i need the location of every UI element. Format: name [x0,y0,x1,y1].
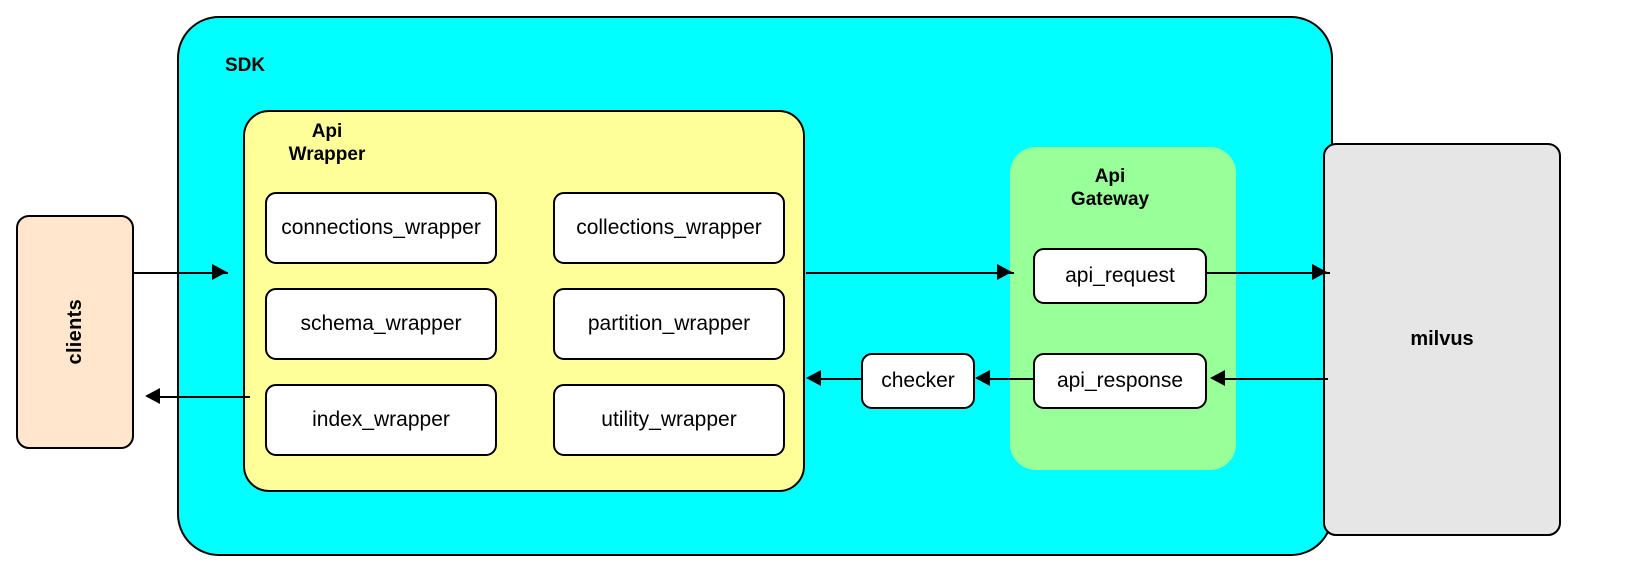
api-gateway-title: Api Gateway [1070,166,1150,211]
arrowhead-api-request-to-milvus [1312,264,1327,280]
edge-wrapper-to-gateway [806,272,1014,274]
edge-milvus-to-api-response [1218,378,1328,380]
container-api-gateway[interactable]: Api Gateway [1010,147,1236,470]
node-index-wrapper[interactable]: index_wrapper [265,384,497,456]
edge-api-request-to-milvus [1206,272,1330,274]
edge-checker-to-wrapper [820,378,862,380]
node-collections-wrapper[interactable]: collections_wrapper [553,192,785,264]
node-schema-wrapper[interactable]: schema_wrapper [265,288,497,360]
collections-wrapper-label: collections_wrapper [576,216,762,239]
node-utility-wrapper[interactable]: utility_wrapper [553,384,785,456]
clients-label: clients [63,299,86,365]
edge-clients-to-sdk [134,272,228,274]
api-wrapper-title: Api Wrapper [288,121,366,166]
api-request-label: api_request [1065,264,1175,287]
node-connections-wrapper[interactable]: connections_wrapper [265,192,497,264]
node-api-response[interactable]: api_response [1033,353,1207,409]
milvus-label: milvus [1410,328,1474,350]
node-milvus[interactable]: milvus [1323,143,1561,536]
arrowhead-sdk-to-clients [145,388,160,404]
arrowhead-wrapper-to-gateway [997,264,1012,280]
node-checker[interactable]: checker [861,353,975,409]
arrowhead-clients-to-sdk [212,264,227,280]
checker-label: checker [881,369,955,392]
utility-wrapper-label: utility_wrapper [601,408,737,431]
node-api-request[interactable]: api_request [1033,248,1207,304]
partition-wrapper-label: partition_wrapper [587,312,751,335]
arrowhead-api-response-to-checker [975,370,990,386]
arrowhead-checker-to-wrapper [806,370,821,386]
connections-wrapper-label: connections_wrapper [281,216,481,239]
edge-sdk-to-clients [160,396,250,398]
sdk-title: SDK [225,55,266,76]
index-wrapper-label: index_wrapper [312,408,450,431]
node-clients[interactable]: clients [16,215,134,449]
schema-wrapper-label: schema_wrapper [300,312,462,335]
arrowhead-milvus-to-api-response [1210,370,1225,386]
edge-api-response-to-checker [988,378,1034,380]
node-partition-wrapper[interactable]: partition_wrapper [553,288,785,360]
api-response-label: api_response [1056,369,1184,392]
